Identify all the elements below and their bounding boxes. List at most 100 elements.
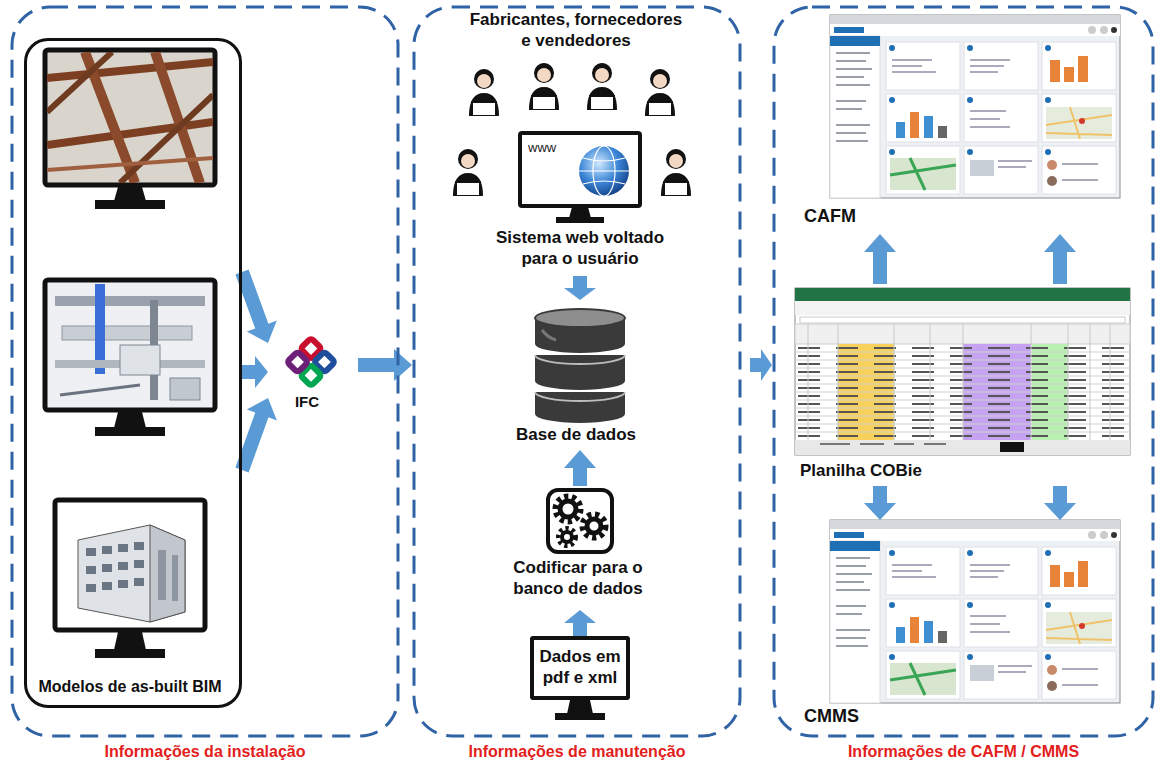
- system-caption: Sistema web voltado para o usuário: [485, 228, 675, 269]
- flow-arrow: [1044, 234, 1076, 284]
- bim-monitor: [102, 564, 112, 572]
- dashed-outline: [10, 5, 400, 738]
- gears-icon: [560, 501, 576, 517]
- ifc-box: IFC: [268, 333, 358, 413]
- database-icon: [535, 355, 625, 364]
- cobie-spreadsheet: [860, 443, 884, 445]
- encoder-node: Codificar para o banco de dados: [493, 486, 671, 610]
- web-monitor: [579, 170, 629, 171]
- section-label: Informações de CAFM / CMMS: [772, 742, 1155, 762]
- section-panel: Informações de manutençãoFabricantes, fo…: [412, 5, 750, 762]
- bim-monitor: [118, 544, 128, 552]
- database-node: Base de dados: [501, 300, 663, 450]
- database-icon: [542, 330, 556, 340]
- person-icon: [453, 149, 483, 196]
- data-monitor-stand: [567, 700, 593, 714]
- web-monitor: [569, 207, 591, 218]
- system-name: CMMS: [804, 706, 859, 728]
- database-icon: [535, 392, 625, 401]
- bim-monitor: [114, 412, 146, 428]
- bim-monitor: [114, 632, 146, 650]
- cobie-spreadsheet: [795, 440, 1130, 455]
- supplier-group: Fabricantes, fornecedores e vendedores: [466, 10, 698, 62]
- flow-arrow: [750, 349, 772, 381]
- flow-arrow: [242, 356, 268, 388]
- database-icon: [535, 355, 625, 390]
- web-monitor: [520, 133, 640, 223]
- bim-monitor: [95, 427, 165, 436]
- cmms-system: CMMS: [800, 520, 1130, 734]
- section-panel: Informações de CAFM / CMMS CAFM Planilha C…: [772, 5, 1163, 762]
- database-icon: [535, 309, 625, 423]
- web-monitor: [583, 158, 625, 184]
- bim-monitor: [95, 649, 165, 658]
- flow-arrow: [564, 276, 596, 300]
- bim-monitor: [158, 550, 166, 600]
- bim-monitor: [78, 525, 185, 622]
- bim-monitor: [47, 158, 213, 170]
- gears-icon: [556, 497, 580, 521]
- bim-monitor: [134, 542, 144, 550]
- bim-monitor: [62, 326, 192, 340]
- cafm-screenshot: [830, 15, 1120, 198]
- gears-icon: [548, 490, 612, 552]
- bim-monitor: [55, 296, 205, 306]
- bim-monitor: [45, 50, 215, 185]
- person-icon: [661, 149, 691, 196]
- bim-monitor: [45, 280, 215, 436]
- cobie-sheet: Planilha COBie: [790, 284, 1135, 486]
- cobie-spreadsheet: [800, 317, 1125, 323]
- cafm-screenshot: [830, 15, 1120, 198]
- database-icon: [535, 392, 625, 423]
- bim-monitor: [86, 548, 96, 556]
- flow-arrow: [564, 610, 596, 636]
- flow-arrow: [1044, 486, 1076, 520]
- cobie-spreadsheet: [820, 443, 850, 445]
- sheet-caption: Planilha COBie: [800, 461, 922, 482]
- bim-monitor: [134, 578, 144, 586]
- bim-monitor: [60, 385, 140, 395]
- web-monitor: [579, 146, 629, 196]
- bim-monitor: [86, 584, 96, 592]
- section-panel: Informações da instalaçãoModelos de as-b…: [10, 5, 408, 762]
- gears-icon: [559, 529, 575, 545]
- cobie-spreadsheet: [795, 288, 1130, 455]
- dashed-outline: [774, 7, 1153, 736]
- logo-caption: IFC: [268, 393, 346, 411]
- cobie-spreadsheet: [924, 443, 946, 445]
- person-icon: [529, 63, 559, 110]
- bim-monitor: [114, 187, 146, 201]
- bim-monitor: [55, 500, 205, 630]
- bim-monitor: [55, 284, 205, 400]
- web-system: wwwSistema web voltado para o usuário: [460, 130, 700, 276]
- ifc-logo: [287, 338, 335, 386]
- gears-icon: [587, 519, 601, 533]
- gears-icon: [583, 515, 605, 537]
- cobie-spreadsheet: [1000, 442, 1024, 452]
- dashed-outline: [772, 5, 1155, 738]
- section-label: Informações da instalação: [10, 742, 400, 762]
- bim-monitor: [172, 555, 178, 601]
- bim-monitor: [47, 52, 213, 183]
- bim-monitor: [47, 52, 112, 112]
- bim-monitor: [45, 280, 215, 410]
- system-name: CAFM: [804, 206, 856, 228]
- bim-monitor: [120, 345, 160, 375]
- dashed-outline: [412, 5, 742, 738]
- bim-monitor: [120, 95, 213, 183]
- bim-monitor: [118, 580, 128, 588]
- bim-monitor: [47, 62, 213, 78]
- data-monitor-stand: [555, 700, 605, 720]
- bim-monitor: [134, 560, 144, 568]
- flow-arrow: [564, 450, 596, 486]
- screen-caption: Dados em pdf e xml: [535, 647, 625, 688]
- database-icon: [535, 309, 625, 353]
- bim-monitor: [118, 562, 128, 570]
- data-screen: Dados em pdf e xml: [530, 636, 630, 700]
- flow-arrow: [864, 486, 896, 520]
- database-icon: [535, 309, 625, 327]
- cobie-spreadsheet: [795, 301, 1130, 315]
- cafm-system: CAFM: [800, 12, 1130, 234]
- cmms-screenshot: [830, 520, 1120, 703]
